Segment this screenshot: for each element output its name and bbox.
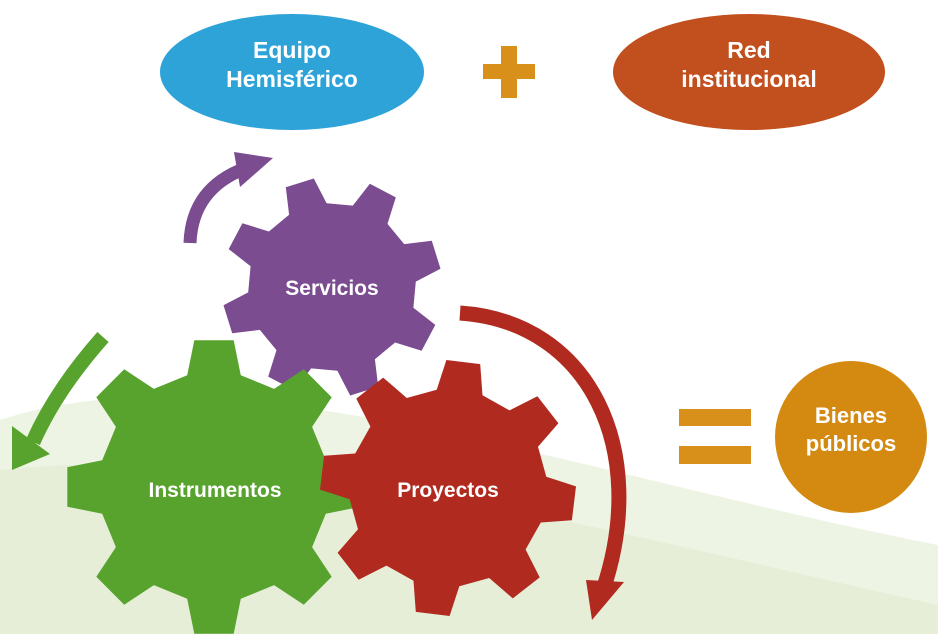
red-line-2: institucional (681, 65, 817, 92)
proyectos-label: Proyectos (397, 479, 499, 502)
instrumentos-gear (67, 340, 361, 634)
servicios-gear (223, 178, 441, 396)
arrow-servicios-to-equipo (183, 152, 273, 244)
arrow-to-proyectos (459, 305, 627, 620)
arrow-to-instrumentos (12, 332, 109, 470)
equipo-hemisferico-ellipse (160, 14, 424, 130)
bienes-publicos-label: Bienes públicos (781, 402, 921, 457)
proyectos-gear (320, 360, 576, 616)
bienes-line-2: públicos (805, 430, 897, 456)
equipo-line-2: Hemisférico (226, 65, 358, 92)
bienes-line-1: Bienes (814, 403, 888, 428)
equipo-hemisferico-label: Equipo Hemisférico (192, 36, 392, 94)
plus-icon (483, 46, 535, 98)
red-line-1: Red (727, 37, 771, 63)
bienes-publicos-circle (775, 361, 927, 513)
servicios-label: Servicios (285, 277, 379, 300)
red-institucional-ellipse (613, 14, 885, 130)
red-institucional-label: Red institucional (649, 36, 849, 94)
equals-icon (679, 409, 751, 464)
gears-layer (67, 178, 576, 634)
equipo-line-1: Equipo (253, 37, 331, 63)
instrumentos-label: Instrumentos (148, 479, 282, 502)
